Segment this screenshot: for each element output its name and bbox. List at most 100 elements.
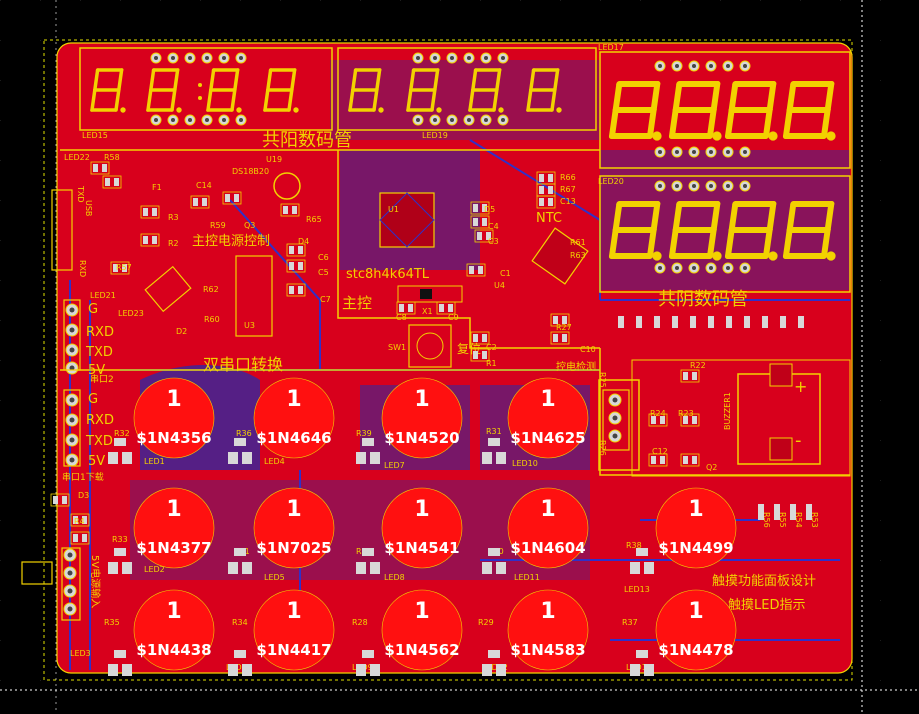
designator-r31: R31 — [486, 427, 502, 436]
touch-pad[interactable]: 1$1N4583 — [482, 589, 589, 676]
touch-pad-number: 1 — [540, 497, 555, 522]
designator-d2: D2 — [176, 327, 187, 336]
touch-pad-number: 1 — [688, 599, 703, 624]
designator-r53: R53 — [810, 512, 819, 528]
designator-r34: R34 — [232, 618, 248, 627]
touch-pad[interactable]: 1$1N4520 — [356, 377, 463, 464]
touch-pad-number: 1 — [166, 387, 181, 412]
designator-led19: LED19 — [422, 131, 448, 140]
seven-segment-digit — [263, 68, 299, 113]
designator-ds18b20: DS18B20 — [232, 167, 269, 176]
touch-pad[interactable]: 1$1N4478 — [630, 589, 737, 676]
designator-r58: R58 — [104, 153, 120, 162]
designator-led12: LED12 — [482, 663, 508, 672]
touch-pad-number: 1 — [540, 599, 555, 624]
via-pads — [63, 52, 751, 616]
seven-segment-digit — [724, 81, 778, 141]
seven-segment-digit — [782, 201, 836, 261]
label-power-input: 5V电源输入 — [89, 555, 102, 608]
touch-pad[interactable]: 1$1N4562 — [356, 589, 463, 676]
touch-pad-net-label: $1N4499 — [658, 539, 733, 557]
touch-pad[interactable]: 1$1N4541 — [356, 487, 463, 574]
designator-led23: LED23 — [118, 309, 144, 318]
header-pin-label: TXD — [85, 345, 113, 360]
designator-c13: C13 — [560, 197, 576, 206]
designator-sw1: SW1 — [388, 343, 406, 352]
label-ntc: NTC — [536, 211, 562, 226]
designator-r36: R36 — [236, 429, 252, 438]
designator-c1: C1 — [500, 269, 511, 278]
touch-pad-number: 1 — [540, 387, 555, 412]
designator-u19: U19 — [266, 155, 282, 164]
touch-pad-net-label: $1N4438 — [136, 641, 211, 659]
touch-pad[interactable]: 1$1N4438 — [108, 589, 215, 676]
seven-segment-digit — [782, 81, 836, 141]
touch-pad-net-label: $1N4604 — [510, 539, 585, 557]
designator-led22: LED22 — [64, 153, 90, 162]
label-main-power: 主控电源控制 — [192, 234, 270, 249]
header-pin-label: RXD — [86, 325, 114, 340]
seven-segment-digit — [406, 68, 442, 113]
designator-led21: LED21 — [90, 291, 116, 300]
touch-pad-grid[interactable]: 1$1N43561$1N46461$1N45201$1N46251$1N4377… — [108, 377, 737, 676]
touch-pad[interactable]: 1 $1N4356 — [108, 377, 215, 464]
seven-segment-digit — [608, 81, 662, 141]
touch-pad[interactable]: 1$1N7025 — [228, 487, 335, 574]
designator-r29: R29 — [478, 618, 494, 627]
designator-r1: R1 — [486, 359, 497, 368]
touch-pad-number: 1 — [166, 497, 181, 522]
designator-led20: LED20 — [598, 177, 624, 186]
seven-segment-digit — [468, 68, 504, 113]
designator-usb: USB — [84, 200, 93, 216]
designator-r35: R35 — [104, 618, 120, 627]
touch-pad-net-label: $1N4356 — [136, 429, 211, 447]
designator-c4: C4 — [488, 222, 499, 231]
components — [21, 172, 793, 621]
touch-pad-net-label: $1N4646 — [256, 429, 331, 447]
seven-segment-digit — [668, 81, 722, 141]
designator-f1: F1 — [152, 183, 162, 192]
touch-pad[interactable]: 1$1N4625 — [482, 377, 589, 464]
designator-c12: C12 — [652, 447, 668, 456]
label-main-control: 主控 — [342, 294, 372, 312]
touch-pad[interactable]: 1 $1N4604 — [482, 487, 589, 574]
designator-led4: LED4 — [264, 457, 285, 466]
designator-led7: LED7 — [384, 461, 405, 470]
touch-pad-number: 1 — [286, 497, 301, 522]
designator-led2: LED2 — [144, 565, 165, 574]
touch-pad-net-label: $1N4541 — [384, 539, 459, 557]
label-ntc-detect: 控电检测 — [556, 360, 596, 373]
designator-r54: R54 — [794, 512, 803, 528]
seven-segment-digit — [348, 68, 384, 113]
designator-led11: LED11 — [514, 573, 540, 582]
designator-r39: R39 — [356, 429, 372, 438]
touch-pad[interactable]: 1 $1N4499 — [630, 487, 737, 574]
designator-d3: D3 — [78, 491, 89, 500]
touch-pad-number: 1 — [688, 497, 703, 522]
touch-pad[interactable]: 1$1N4646 — [228, 377, 335, 464]
designator-r4: R4 — [74, 517, 85, 526]
touch-pad[interactable]: 1$1N4377 — [108, 487, 215, 574]
mcu-part-label: stc8h4k64TL — [346, 267, 430, 282]
designator-q2: Q2 — [706, 463, 717, 472]
designator-c3: C3 — [488, 237, 499, 246]
designator-c6: C6 — [318, 253, 329, 262]
designator-r61: R61 — [570, 238, 586, 247]
touch-pad-net-label: $1N4520 — [384, 429, 459, 447]
designator-r56: R56 — [762, 512, 771, 528]
section-labels: 共阳数码管 共阴数码管 主控电源控制 主控 双串口转换 复位 控电检测 触摸功能… — [62, 130, 816, 613]
label-dual-uart: 双串口转换 — [203, 355, 283, 374]
designator-c10: C10 — [580, 345, 596, 354]
designator-led3: LED3 — [70, 649, 91, 658]
designator-d4: D4 — [298, 237, 309, 246]
designator-r2: R2 — [168, 239, 179, 248]
designator-r37: R37 — [622, 618, 638, 627]
touch-pad[interactable]: 1$1N4417 — [228, 589, 335, 676]
touch-pad-net-label: $1N4417 — [256, 641, 331, 659]
designator-c2: C2 — [486, 343, 497, 352]
designator-r25: R25 — [598, 372, 607, 388]
header-uart2: G RXD TXD 5V — [85, 302, 114, 378]
designator-x1: X1 — [422, 307, 433, 316]
designator-r32: R32 — [114, 429, 130, 438]
